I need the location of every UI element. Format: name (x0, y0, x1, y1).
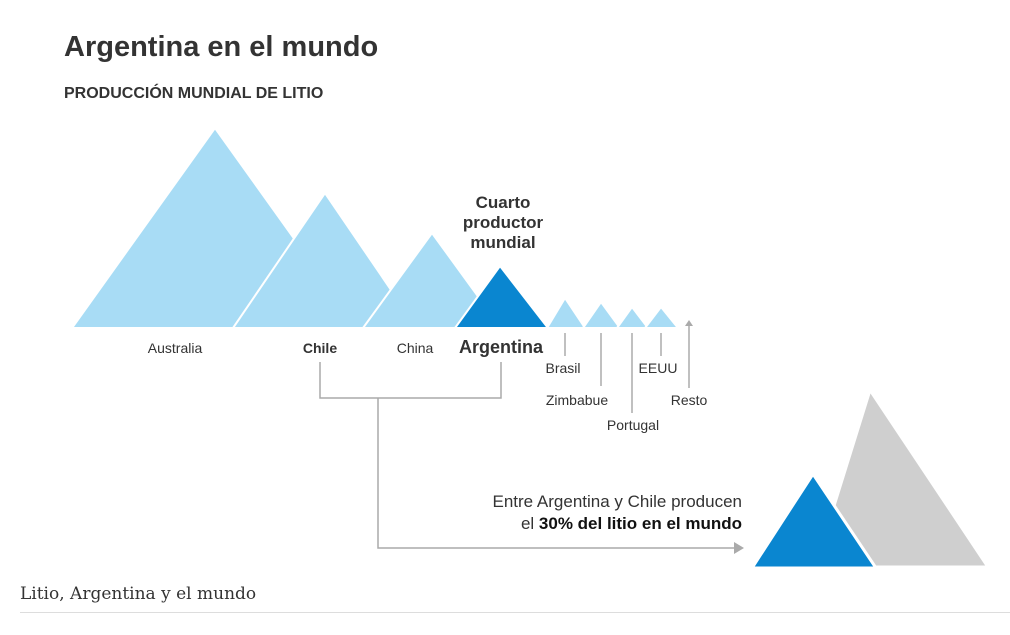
mountain-brasil (546, 297, 586, 329)
leader-lines (319, 324, 734, 549)
label-australia: Australia (148, 340, 203, 356)
label-chile: Chile (303, 340, 337, 356)
arrow-line (377, 398, 734, 549)
label-china: China (397, 340, 434, 356)
mountain-argentina-chile-share (750, 472, 878, 570)
highlight-line-3: mundial (470, 233, 535, 252)
title: Argentina en el mundo (64, 31, 378, 63)
subtitle: PRODUCCIÓN MUNDIAL DE LITIO (64, 83, 323, 102)
caption-divider (20, 612, 1010, 613)
mountain-rest-of-world (813, 388, 990, 569)
mountain-argentina (454, 265, 549, 329)
highlight-line-1: Cuarto (476, 193, 531, 212)
mountain-portugal (616, 306, 649, 329)
image-caption: Litio, Argentina y el mundo (20, 584, 257, 604)
label-argentina: Argentina (459, 337, 544, 357)
label-eeuu: EEUU (639, 360, 678, 376)
bracket (319, 362, 502, 399)
mountain-zimbabue (582, 301, 621, 329)
mountain-china (362, 232, 502, 329)
arrow-head-icon (734, 542, 744, 554)
summary-line-1: Entre Argentina y Chile producen (493, 492, 743, 511)
mountain-eeuu (644, 306, 679, 329)
highlight-line-2: productor (463, 213, 544, 232)
mountain-chile (232, 192, 418, 329)
label-zimbabue: Zimbabue (546, 392, 608, 408)
label-resto: Resto (671, 392, 708, 408)
label-portugal: Portugal (607, 417, 659, 433)
resto-arrow-icon (685, 320, 693, 326)
label-brasil: Brasil (545, 360, 580, 376)
summary-line-2: el 30% del litio en el mundo (521, 514, 742, 533)
